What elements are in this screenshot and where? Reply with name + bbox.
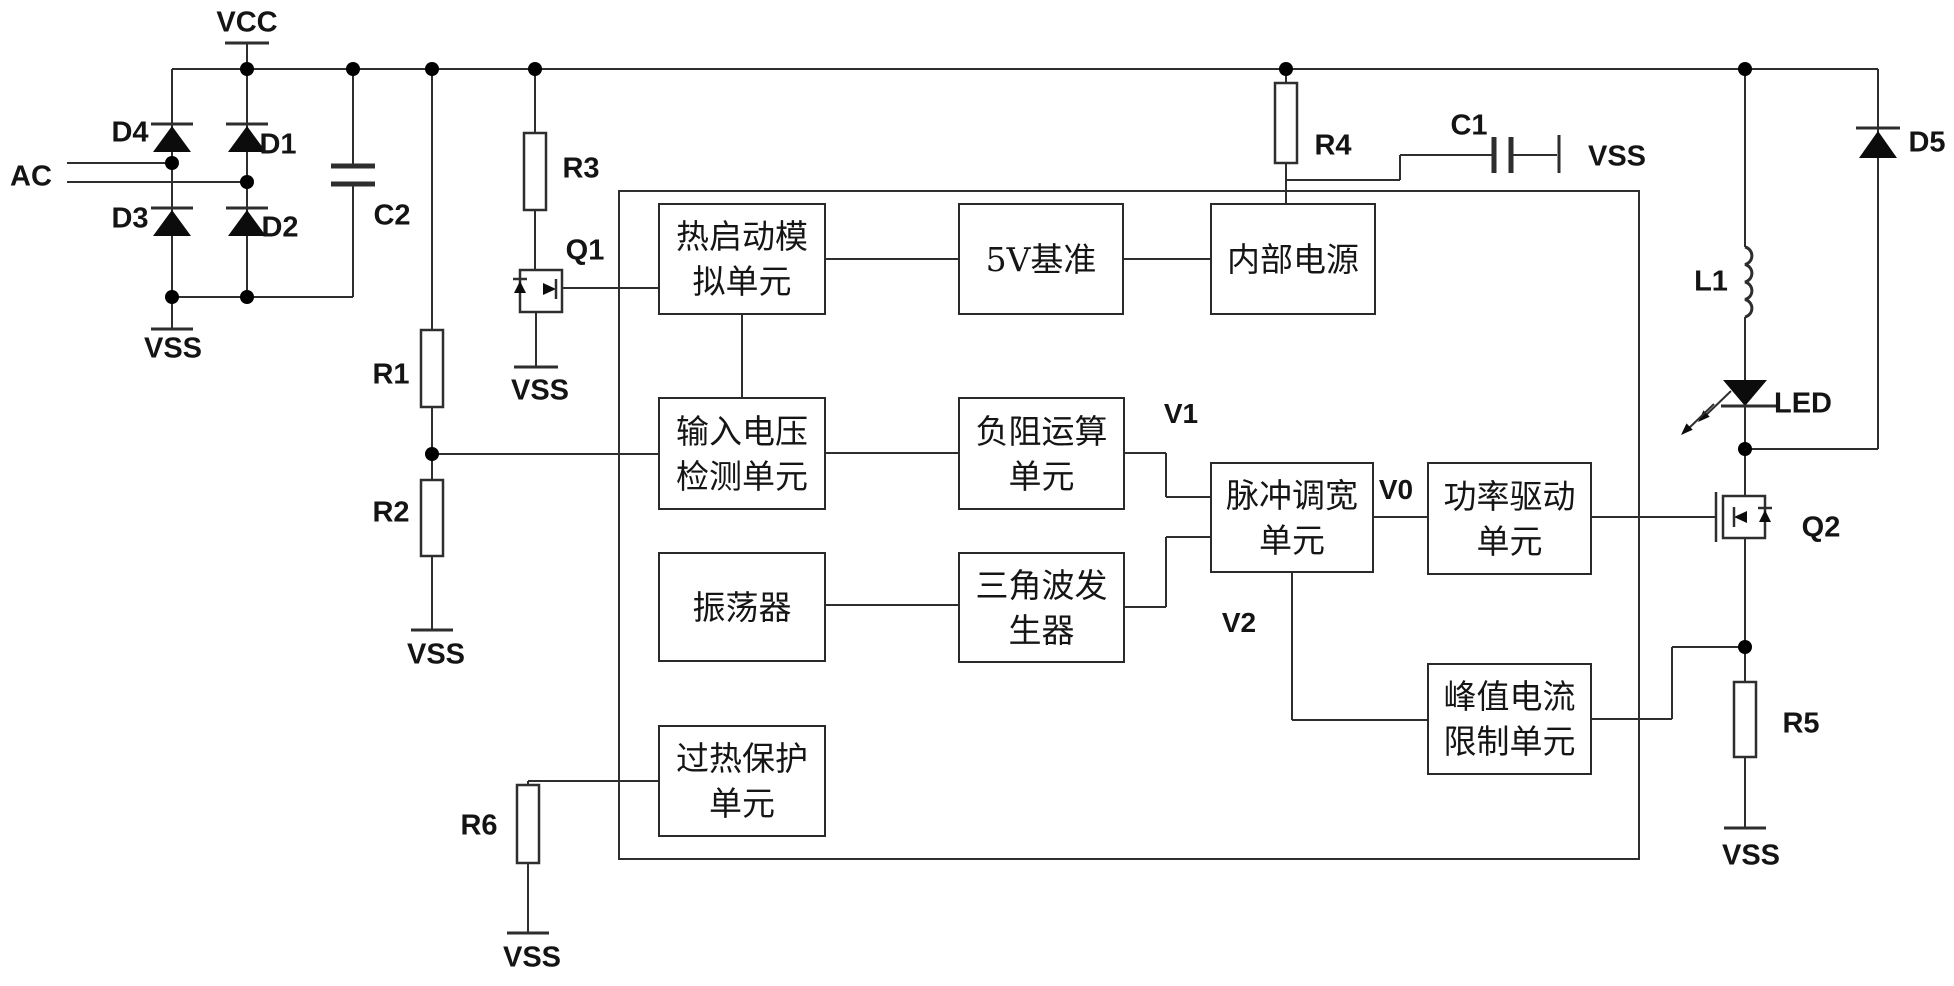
block-input-voltage-detect-unit: 输入电压检测单元 <box>658 397 826 510</box>
label-vss-q1: VSS <box>510 374 570 407</box>
resistor-r5 <box>1732 680 1758 759</box>
block-oscillator: 振荡器 <box>658 552 826 662</box>
label-d1: D1 <box>259 128 297 161</box>
inductor-l1 <box>1744 245 1754 319</box>
label-r5: R5 <box>1782 707 1820 740</box>
label-v1: V1 <box>1163 398 1199 429</box>
block-negative-resistance-calc-unit: 负阻运算单元 <box>958 397 1125 510</box>
label-l1: L1 <box>1694 265 1728 298</box>
block-internal-power: 内部电源 <box>1210 203 1376 315</box>
label-r1: R1 <box>372 358 410 391</box>
mosfet-q2 <box>1714 492 1772 542</box>
label-vcc: VCC <box>216 6 278 39</box>
resistor-r1 <box>419 328 445 409</box>
label-r6: R6 <box>460 809 498 842</box>
diode-d3 <box>151 206 193 236</box>
block-hot-start-simulation-unit: 热启动模拟单元 <box>658 203 826 315</box>
led-symbol <box>1681 380 1777 435</box>
bridge-rectifier <box>67 69 353 331</box>
block-pwm-unit: 脉冲调宽单元 <box>1210 462 1374 573</box>
supply-r4-c1 <box>1273 69 1561 203</box>
resistor-r4 <box>1273 81 1299 165</box>
capacitor-c2 <box>331 69 375 297</box>
label-vss-r2: VSS <box>406 638 466 671</box>
label-ac: AC <box>10 160 52 193</box>
diode-d2 <box>226 206 268 236</box>
label-vss-r5: VSS <box>1721 839 1781 872</box>
resistor-r6 <box>515 783 541 865</box>
diode-d1 <box>226 122 268 152</box>
label-d5: D5 <box>1908 126 1946 159</box>
block-overheat-protection-unit: 过热保护单元 <box>658 725 826 837</box>
label-c2: C2 <box>373 199 411 232</box>
label-r2: R2 <box>372 496 410 529</box>
block-peak-current-limit-unit: 峰值电流限制单元 <box>1427 663 1592 775</box>
label-led: LED <box>1774 387 1832 420</box>
mosfet-q1 <box>513 268 564 314</box>
startup-r3-q1 <box>513 69 658 369</box>
sense-r6 <box>507 780 658 935</box>
label-v2: V2 <box>1221 607 1257 638</box>
label-v0: V0 <box>1378 474 1414 505</box>
label-r3: R3 <box>562 152 600 185</box>
block-power-drive-unit: 功率驱动单元 <box>1427 462 1592 575</box>
label-r4: R4 <box>1314 129 1352 162</box>
divider-r1-r2 <box>411 69 658 632</box>
resistor-r3 <box>522 131 548 212</box>
label-q2: Q2 <box>1801 511 1841 544</box>
label-d3: D3 <box>111 202 149 235</box>
label-q1: Q1 <box>565 234 605 267</box>
block-triangle-wave-generator: 三角波发生器 <box>958 552 1125 663</box>
label-c1: C1 <box>1450 109 1488 142</box>
capacitor-c1 <box>1491 137 1514 173</box>
resistor-r2 <box>419 478 445 558</box>
label-vss-c1: VSS <box>1587 140 1647 173</box>
block-5v-reference: 5V基准 <box>958 203 1124 315</box>
ic-internal-wires <box>741 258 1745 721</box>
ic-boundary-box <box>618 190 1640 860</box>
label-vss-r6: VSS <box>502 941 562 974</box>
output-branch <box>1681 69 1900 830</box>
label-vss-bridge: VSS <box>143 332 203 365</box>
diode-d5 <box>1856 69 1900 449</box>
diode-d4 <box>151 122 193 152</box>
junction-dots <box>165 62 1752 654</box>
label-d2: D2 <box>261 211 299 244</box>
label-d4: D4 <box>111 116 149 149</box>
